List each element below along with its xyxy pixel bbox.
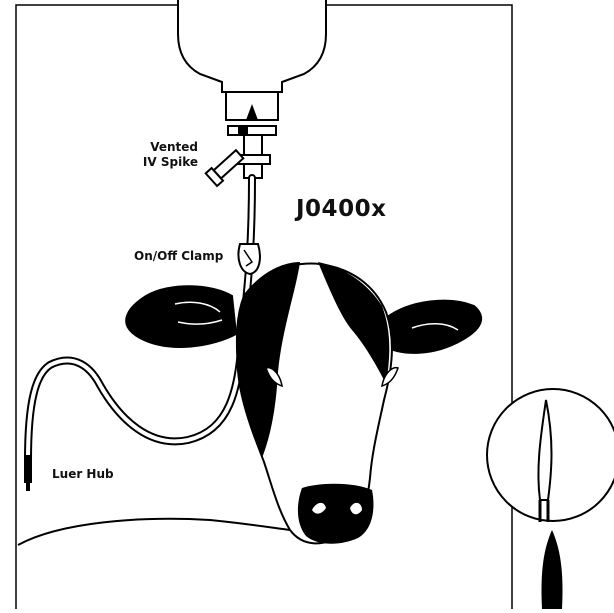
label-luer-hub: Luer Hub [52,467,114,482]
label-on-off-clamp: On/Off Clamp [134,249,223,264]
cow-neck-line [18,519,290,545]
cow-right-ear [384,301,481,353]
cow-muzzle [298,484,374,544]
cow-left-ear [126,286,236,347]
label-iv-spike-line2: IV Spike [138,155,198,170]
vent-port [206,148,246,186]
label-vented-iv-spike: Vented IV Spike [138,140,198,170]
spike-collar [228,126,276,135]
label-vented-line1: Vented [138,140,198,155]
spike-collar-dark [238,126,248,135]
iv-bottle [178,0,326,92]
luer-hub [24,455,32,483]
cow-head [126,262,481,544]
product-code: J0400x [296,196,386,222]
luer-hub-tip [26,483,30,491]
spike-body [244,135,262,155]
needle-tip-detail [541,530,562,609]
